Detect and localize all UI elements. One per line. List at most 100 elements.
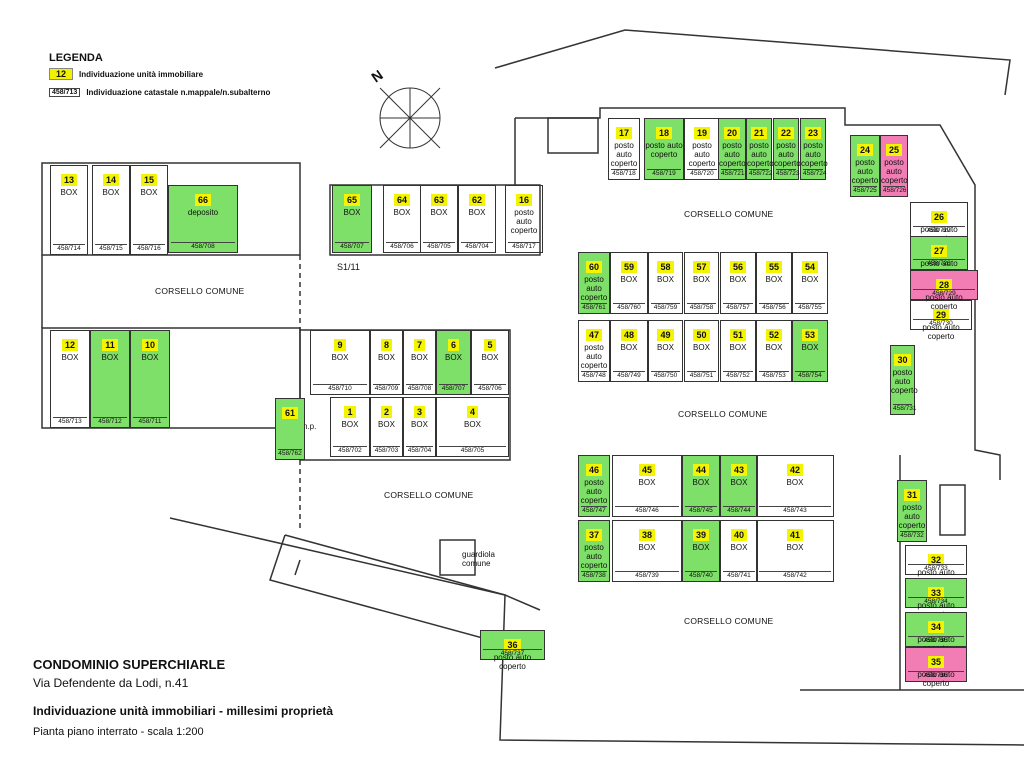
cadastral-code: 458/711 (133, 417, 167, 425)
unit-type: posto auto coperto (881, 158, 908, 185)
unit-number: 1 (344, 406, 356, 418)
unit-number: 48 (620, 329, 637, 341)
plan-scale: Pianta piano interrato - scala 1:200 (33, 726, 204, 738)
cadastral-code: 458/714 (53, 244, 85, 252)
legend-cadastral-row: 458/713 Individuazione catastale n.mappa… (49, 88, 270, 97)
cadastral-code: 458/705 (439, 446, 506, 454)
cadastral-code: 458/717 (508, 242, 540, 250)
unit-number: 18 (655, 127, 672, 139)
unit-number: 34 (927, 621, 944, 633)
unit-type: posto auto coperto (925, 293, 963, 311)
cadastral-code: 458/748 (581, 371, 607, 379)
cadastral-code: 458/733 (908, 564, 964, 572)
cadastral-code: 458/723 (776, 169, 800, 177)
unit-number: 23 (804, 127, 821, 139)
cadastral-code: 458/730 (913, 319, 969, 327)
unit-number: 12 (61, 339, 78, 351)
unit-number: 47 (585, 329, 602, 341)
unit-type: BOX (411, 353, 428, 362)
cadastral-code: 458/736 (908, 671, 964, 679)
unit-type: posto auto coperto (645, 141, 683, 159)
unit-number: 35 (927, 656, 944, 668)
cadastral-code: 458/716 (133, 244, 165, 252)
unit-type: BOX (786, 478, 804, 487)
unit-number: 63 (430, 194, 447, 206)
unit-number: 7 (413, 339, 425, 351)
stair-mark: S1/11 (337, 262, 360, 272)
cadastral-code: 458/762 (278, 449, 302, 457)
legend-cadastral-swatch: 458/713 (49, 88, 81, 97)
unit-number: 53 (801, 329, 818, 341)
cadastral-code: 458/710 (313, 384, 367, 392)
legend-title: LEGENDA (49, 52, 103, 64)
unit-number: 4 (466, 406, 478, 418)
unit-number: 64 (393, 194, 410, 206)
unit-number: 31 (903, 489, 920, 501)
unit-number: 3 (413, 406, 425, 418)
unit-number: 57 (693, 261, 710, 273)
cadastral-code: 458/709 (373, 384, 400, 392)
cadastral-code: 458/735 (908, 636, 964, 644)
cadastral-code: 458/724 (803, 169, 827, 177)
unit-type: posto auto coperto (801, 141, 828, 168)
unit-number: 2 (380, 406, 392, 418)
unit-type: BOX (692, 543, 710, 552)
unit-number: 33 (927, 587, 944, 599)
np-label: n.p. (303, 422, 317, 431)
unit-number: 22 (777, 127, 794, 139)
unit-type: BOX (638, 478, 656, 487)
corridor-label: CORSELLO COMUNE (678, 409, 768, 419)
unit-type: BOX (801, 275, 819, 284)
unit-number: 42 (786, 464, 803, 476)
cadastral-code: 458/706 (386, 242, 418, 250)
cadastral-code: 458/706 (474, 384, 506, 392)
cadastral-code: 458/749 (613, 371, 645, 379)
unit-type: BOX (730, 478, 748, 487)
unit-type: BOX (693, 275, 710, 284)
unit-number: 37 (585, 529, 602, 541)
cadastral-code: 458/759 (651, 303, 680, 311)
unit-type: BOX (729, 343, 747, 352)
legend-unit-swatch: 12 (49, 68, 74, 80)
unit-type: BOX (729, 275, 747, 284)
legend-cadastral-desc: Individuazione catastale n.mappale/n.sub… (86, 88, 271, 97)
cadastral-code: 458/746 (615, 506, 679, 514)
cadastral-code: 458/744 (723, 506, 755, 514)
cadastral-code: 458/707 (439, 384, 468, 392)
unit-type: BOX (140, 188, 158, 197)
unit-type: BOX (331, 353, 349, 362)
cadastral-code: 458/704 (406, 446, 433, 454)
unit-number: 29 (932, 309, 949, 321)
unit-type: posto auto coperto (580, 343, 608, 370)
corridor-label: CORSELLO COMUNE (684, 616, 774, 626)
cadastral-code: 458/741 (723, 571, 755, 579)
unit-type: BOX (786, 543, 804, 552)
unit-type: posto auto coperto (610, 141, 638, 168)
unit-type: BOX (481, 353, 499, 362)
cadastral-code: 458/721 (721, 169, 745, 177)
unit-number: 30 (894, 354, 911, 366)
unit-type: posto auto coperto (580, 478, 608, 505)
unit-number: 43 (730, 464, 747, 476)
